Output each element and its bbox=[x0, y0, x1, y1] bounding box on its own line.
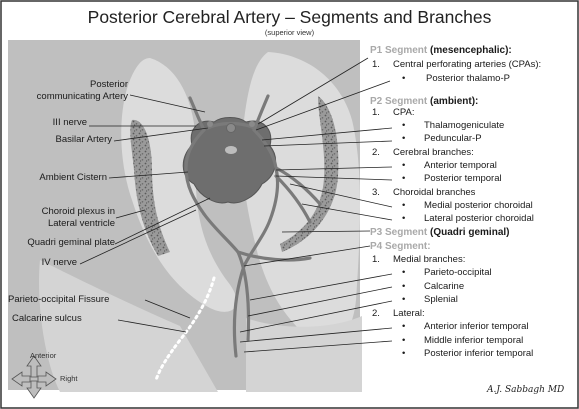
p4-splenial: Splenial bbox=[424, 294, 458, 305]
bullet-icon: • bbox=[402, 73, 406, 84]
p4-calcarine: Calcarine bbox=[424, 281, 465, 292]
compass-right-label: Right bbox=[60, 374, 78, 383]
p4-anterior-inferior-temporal: Anterior inferior temporal bbox=[424, 321, 529, 332]
p1-number-1: 1. bbox=[372, 59, 380, 70]
label-iii-nerve: III nerve bbox=[52, 117, 87, 128]
p2-cpa-label: CPA: bbox=[393, 107, 415, 118]
choroid-plexus-right bbox=[280, 96, 339, 252]
bullet-icon: • bbox=[402, 160, 406, 171]
p2-number-2: 2. bbox=[372, 147, 380, 158]
p1-cpa-label: Central perforating arteries (CPAs): bbox=[393, 59, 542, 70]
compass-anterior-label: Anterior bbox=[30, 351, 57, 360]
left-leader-lines bbox=[79, 94, 211, 333]
label-iv-nerve: IV nerve bbox=[41, 257, 77, 268]
bullet-icon: • bbox=[402, 267, 406, 278]
p3-segment-desc: (Quadri geminal) bbox=[430, 227, 510, 238]
p2-posterior-temporal: Posterior temporal bbox=[424, 173, 502, 184]
label-parieto-occipital-fissure: Parieto-occipital Fissure bbox=[8, 294, 110, 305]
right-occipital-lobe bbox=[246, 316, 362, 392]
compass-arrows bbox=[11, 355, 57, 399]
left-occipital-lobe bbox=[38, 260, 218, 392]
parieto-occipital-dotted-line bbox=[154, 276, 216, 382]
p1-segment-heading: P1 Segment (mesencephalic): bbox=[370, 45, 512, 56]
right-leader-lines bbox=[239, 57, 393, 353]
p4-lateral: Lateral: bbox=[393, 308, 425, 319]
bullet-icon: • bbox=[402, 200, 406, 211]
bullet-icon: • bbox=[402, 321, 406, 332]
bullet-icon: • bbox=[402, 213, 406, 224]
label-basilar-artery: Basilar Artery bbox=[55, 134, 113, 145]
bullet-icon: • bbox=[402, 294, 406, 305]
label-choroid-plexus-2: Lateral ventricle bbox=[47, 218, 115, 229]
bullet-icon: • bbox=[402, 173, 406, 184]
p2-number-1: 1. bbox=[372, 107, 380, 118]
p2-peduncular: Peduncular-P bbox=[424, 133, 482, 144]
p4-medial-branches: Medial branches: bbox=[393, 254, 466, 265]
p2-cerebral-branches: Cerebral branches: bbox=[393, 147, 474, 158]
diagram-title: Posterior Cerebral Artery – Segments and… bbox=[87, 7, 492, 27]
bullet-icon: • bbox=[402, 133, 406, 144]
p1-segment-name: P1 Segment bbox=[370, 45, 428, 56]
basilar-tip bbox=[226, 123, 236, 133]
right-p1-bulb bbox=[249, 121, 255, 127]
label-choroid-plexus-1: Choroid plexus in bbox=[41, 206, 115, 217]
left-temporal-lobe bbox=[121, 58, 237, 312]
p1-posterior-thalamo: Posterior thalamo-P bbox=[426, 73, 510, 84]
p4-segment-heading: P4 Segment: bbox=[370, 241, 431, 252]
label-calcarine-sulcus: Calcarine sulcus bbox=[12, 313, 82, 324]
p2-anterior-temporal: Anterior temporal bbox=[424, 160, 497, 171]
bullet-icon: • bbox=[402, 281, 406, 292]
p4-posterior-inferior-temporal: Posterior inferior temporal bbox=[424, 348, 534, 359]
p2-choroidal-branches: Choroidal branches bbox=[393, 187, 476, 198]
diagram-subtitle: (superior view) bbox=[264, 28, 315, 37]
label-quadrigeminal-plate: Quadri geminal plate bbox=[27, 237, 115, 248]
p2-lateral-posterior-choroidal: Lateral posterior choroidal bbox=[424, 213, 534, 224]
p3-segment-name: P3 Segment bbox=[370, 227, 428, 238]
author-signature: A.J. Sabbagh MD bbox=[487, 385, 565, 395]
bullet-icon: • bbox=[402, 335, 406, 346]
p4-parieto-occipital: Parieto-occipital bbox=[424, 267, 492, 278]
p2-segment-heading: P2 Segment (ambient): bbox=[370, 96, 478, 107]
p2-medial-posterior-choroidal: Medial posterior choroidal bbox=[424, 200, 533, 211]
p2-thalamogeniculate: Thalamogeniculate bbox=[424, 120, 505, 131]
p3-segment-heading: P3 Segment (Quadri geminal) bbox=[370, 227, 509, 238]
bullet-icon: • bbox=[402, 348, 406, 359]
label-posterior-communicating-2: communicating Artery bbox=[36, 91, 128, 102]
left-p1-bulb bbox=[207, 121, 213, 127]
p2-segment-desc: (ambient): bbox=[430, 96, 479, 107]
p4-middle-inferior-temporal: Middle inferior temporal bbox=[424, 335, 524, 346]
p4-number-1: 1. bbox=[372, 254, 380, 265]
p4-number-2: 2. bbox=[372, 308, 380, 319]
p1-segment-desc: (mesencephalic): bbox=[430, 45, 512, 56]
choroid-plexus-left bbox=[130, 119, 170, 257]
label-posterior-communicating-1: Posterior bbox=[89, 79, 128, 90]
label-ambient-cistern: Ambient Cistern bbox=[39, 172, 107, 183]
p4-segment-name: P4 Segment: bbox=[370, 241, 431, 252]
cerebral-aqueduct bbox=[225, 146, 237, 154]
bullet-icon: • bbox=[402, 120, 406, 131]
p2-segment-name: P2 Segment bbox=[370, 96, 428, 107]
p2-number-3: 3. bbox=[372, 187, 380, 198]
